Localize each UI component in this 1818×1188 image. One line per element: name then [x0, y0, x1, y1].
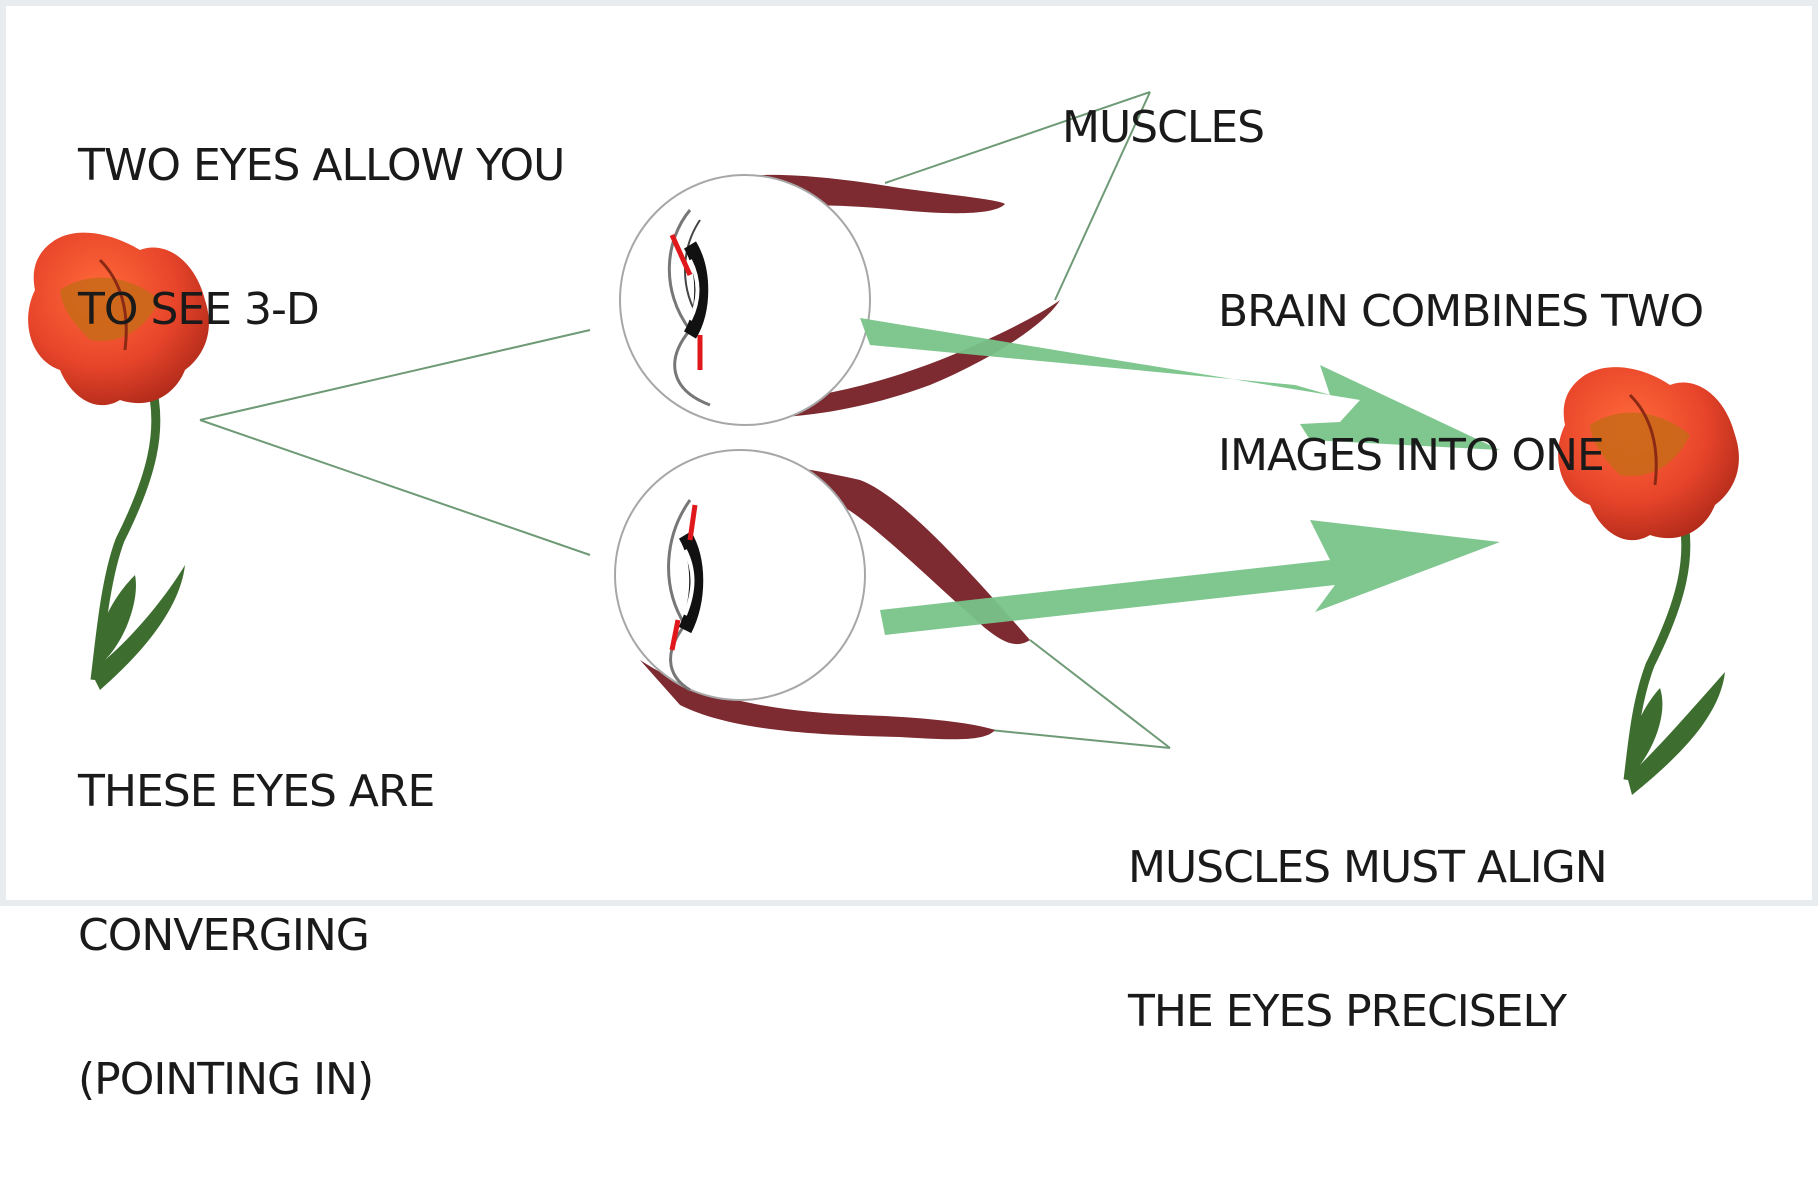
lower-eyeball: [615, 450, 865, 700]
label-converging: THESE EYES ARE CONVERGING (POINTING IN): [78, 684, 434, 1188]
label-converging-line-2: CONVERGING: [78, 900, 434, 972]
label-align-line-1: MUSCLES MUST ALIGN: [1128, 832, 1607, 904]
label-brain: BRAIN COMBINES TWO IMAGES INTO ONE: [1218, 204, 1703, 564]
label-two-eyes-line-2: TO SEE 3-D: [78, 274, 564, 346]
label-brain-line-1: BRAIN COMBINES TWO: [1218, 276, 1703, 348]
upper-eyeball: [620, 175, 870, 425]
label-align: MUSCLES MUST ALIGN THE EYES PRECISELY: [1128, 760, 1607, 1120]
upper-eye: [620, 175, 1060, 425]
label-converging-line-1: THESE EYES ARE: [78, 756, 434, 828]
label-brain-line-2: IMAGES INTO ONE: [1218, 420, 1703, 492]
label-converging-line-3: (POINTING IN): [78, 1044, 434, 1116]
label-two-eyes-line-1: TWO EYES ALLOW YOU: [78, 130, 564, 202]
label-muscles-text: MUSCLES: [1062, 92, 1264, 164]
label-two-eyes: TWO EYES ALLOW YOU TO SEE 3-D: [78, 58, 564, 418]
diagram-stage: TWO EYES ALLOW YOU TO SEE 3-D MUSCLES BR…: [0, 0, 1818, 906]
label-align-line-2: THE EYES PRECISELY: [1128, 976, 1607, 1048]
lower-eye: [615, 450, 1030, 739]
